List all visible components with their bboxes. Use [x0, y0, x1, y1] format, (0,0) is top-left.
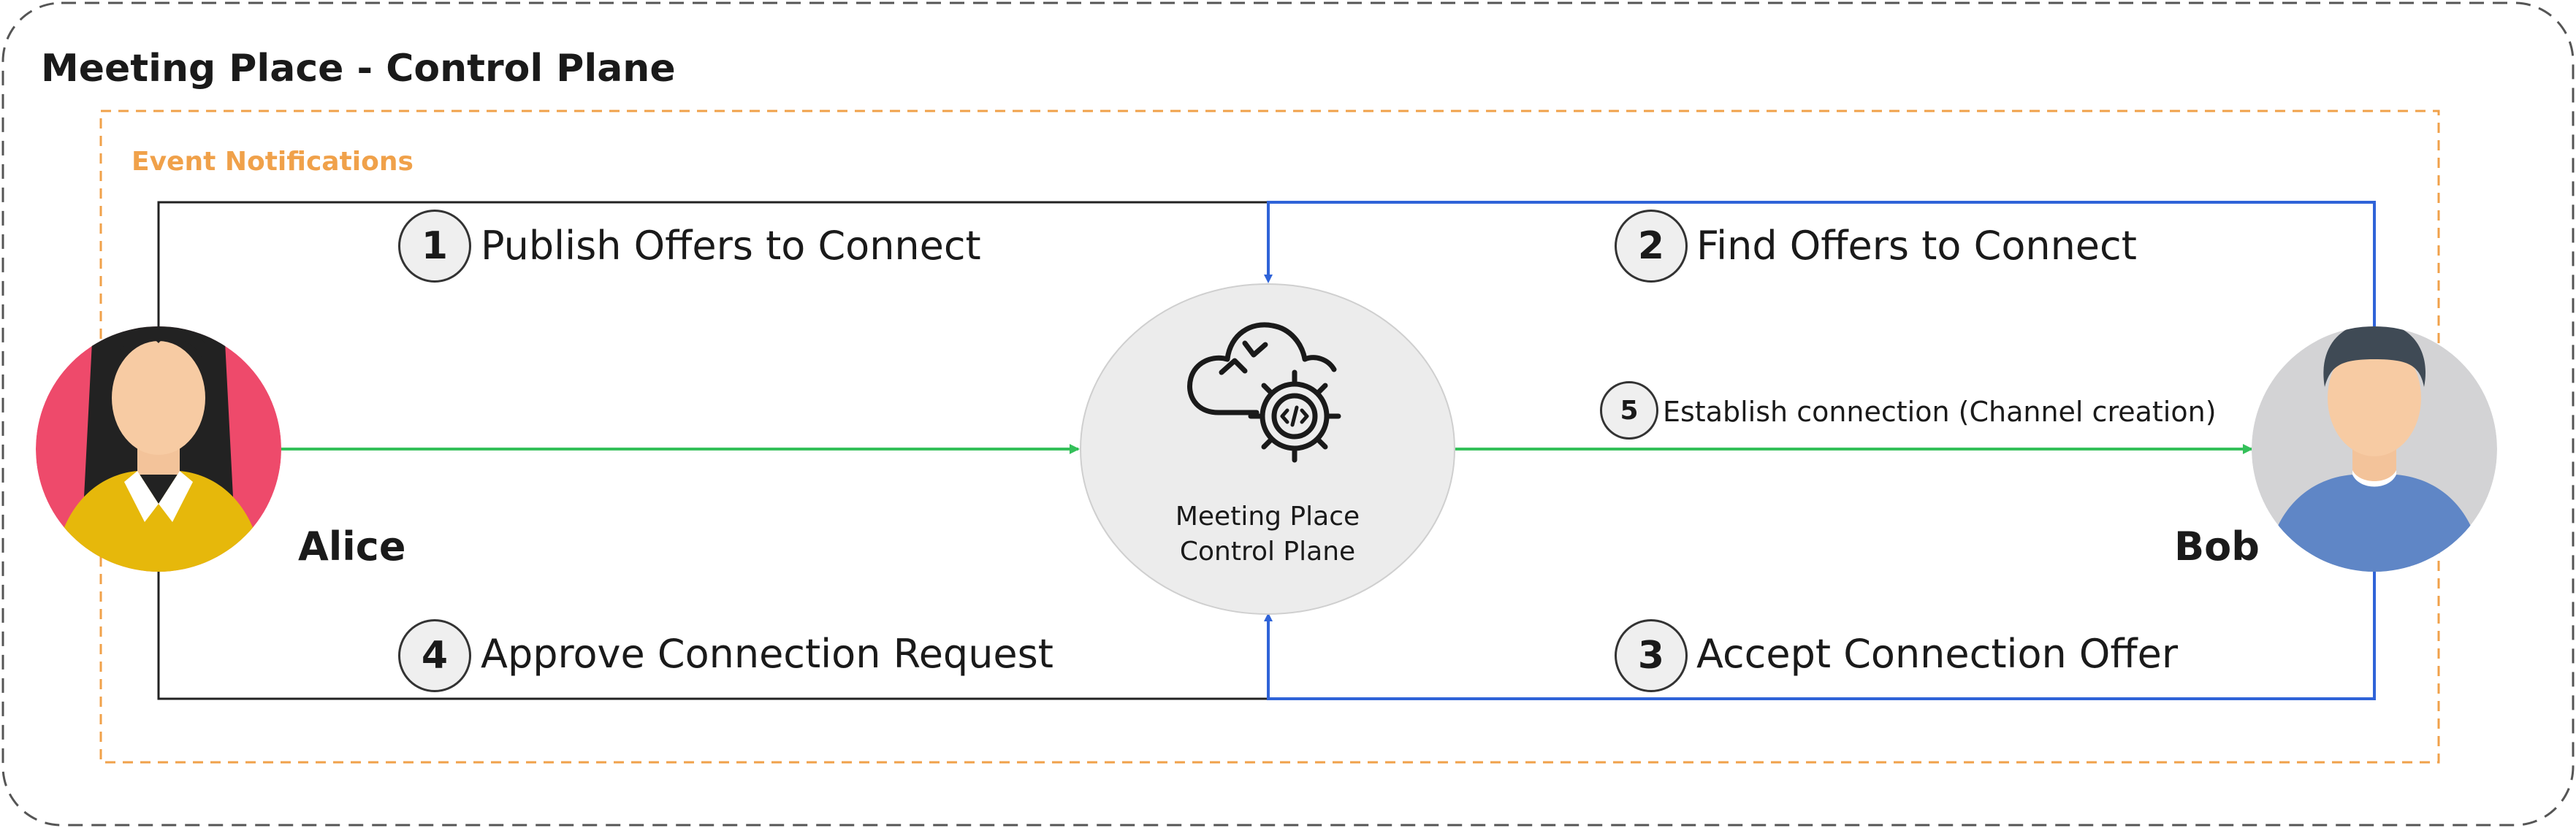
step-2-badge: 2: [1615, 210, 1688, 283]
cloud-gear-code-icon: [1187, 322, 1341, 463]
step-4-badge: 4: [398, 619, 471, 692]
bob-label: Bob: [2174, 524, 2260, 570]
hub-label-line-1: Meeting Place: [1175, 502, 1360, 532]
hub-label: Meeting Place Control Plane: [1081, 499, 1454, 570]
control-plane-hub: [1080, 283, 1455, 615]
man-avatar-icon: [2252, 326, 2497, 572]
step-3-label: Accept Connection Offer: [1696, 631, 2179, 677]
left-bottom-flow: [157, 572, 1268, 700]
step-1-badge: 1: [398, 210, 471, 283]
alice-label: Alice: [298, 524, 406, 570]
right-top-flow: [1264, 201, 2376, 326]
step-5-badge: 5: [1600, 381, 1658, 440]
event-notifications-label: Event Notifications: [132, 147, 414, 177]
woman-avatar-icon: [36, 326, 281, 572]
step-1-label: Publish Offers to Connect: [481, 223, 981, 269]
step-5-label: Establish connection (Channel creation): [1663, 396, 2217, 428]
step-2-label: Find Offers to Connect: [1696, 223, 2137, 269]
step-3-badge: 3: [1615, 619, 1688, 692]
diagram-title: Meeting Place - Control Plane: [41, 47, 676, 91]
right-bottom-flow: [1264, 572, 2376, 700]
hub-label-line-2: Control Plane: [1179, 537, 1356, 567]
step-4-label: Approve Connection Request: [481, 631, 1053, 677]
